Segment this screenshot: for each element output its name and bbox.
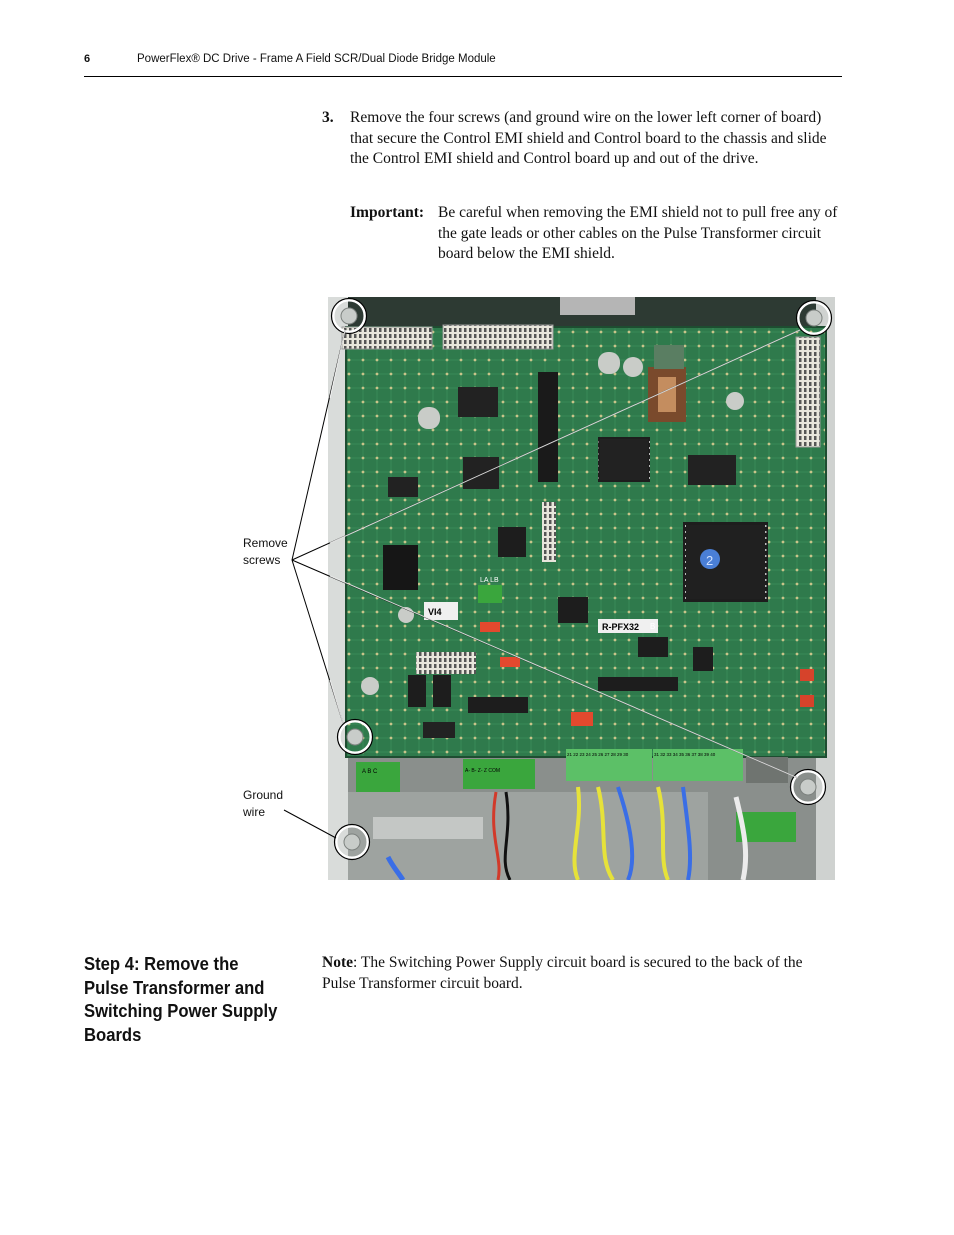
note-text: : The Switching Power Supply circuit boa…	[322, 954, 803, 992]
step-instruction: Remove the four screws (and ground wire …	[350, 109, 827, 167]
step4-note: Note: The Switching Power Supply circuit…	[322, 953, 837, 994]
callout-remove-line1: Remove	[243, 536, 288, 550]
step4-heading: Step 4: Remove the Pulse Transformer and…	[84, 953, 278, 1045]
header-rule	[84, 76, 842, 77]
terminal-label-encoder: A- B- Z- Z COM	[465, 768, 500, 774]
chip-marker: 2	[706, 553, 713, 568]
terminal-label-abc: A B C	[362, 769, 378, 775]
callout-remove-screws: Remove screws	[243, 535, 288, 568]
important-label: Important:	[350, 204, 425, 221]
callout-ground-line2: wire	[243, 804, 266, 819]
callout-ground-line1: Ground	[243, 788, 284, 802]
page-number: 6	[84, 53, 91, 65]
callout-ground-wire: Ground wire	[243, 787, 283, 820]
important-text: Be careful when removing the EMI shield …	[438, 204, 838, 262]
board-label-vi4: VI4	[428, 607, 442, 617]
running-header-title: PowerFlex® DC Drive - Frame A Field SCR/…	[137, 53, 496, 65]
terminal-label-21-30: 21 22 23 24 25 26 27 28 29 30	[567, 752, 629, 757]
step-number: 3.	[322, 109, 334, 126]
terminal-label-31-40: 31 32 33 34 35 36 37 38 39 40	[654, 752, 716, 757]
board-label-la: LA LB	[480, 577, 499, 584]
note-label: Note	[322, 954, 353, 971]
callout-remove-line2: screws	[243, 552, 281, 567]
board-label-part: R-PFX32	[602, 622, 639, 632]
control-board-photo: 2 VI4 R-PFX32 B LA LB A B C A- B- Z- Z C…	[328, 297, 835, 880]
board-label-b: B	[650, 622, 655, 631]
